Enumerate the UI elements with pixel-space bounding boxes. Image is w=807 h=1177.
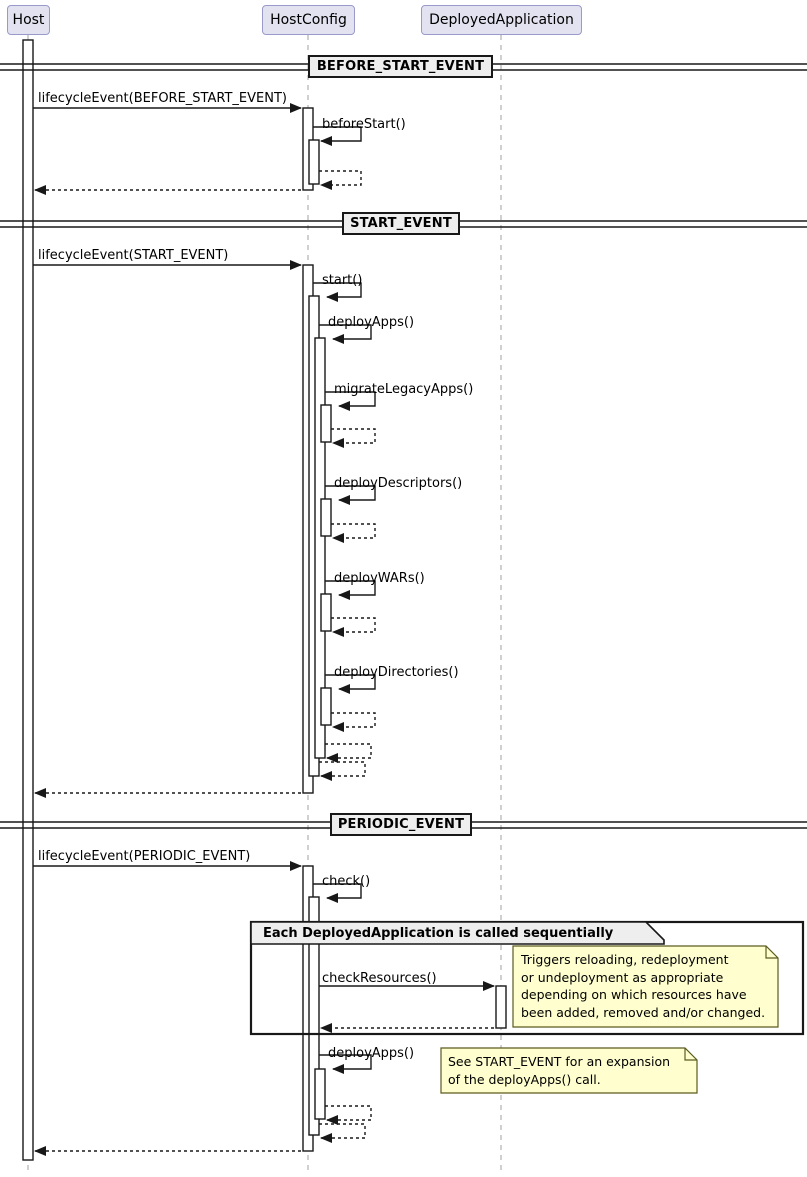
note-text-deployapps: See START_EVENT for an expansion of the … <box>448 1053 693 1088</box>
note-deployapps-fold <box>684 1048 697 1061</box>
message-label-deployapps: deployApps() <box>328 315 415 330</box>
selfcall-deploydescriptors <box>325 485 376 505</box>
activation-hostconfig-deploydescriptors <box>320 498 332 537</box>
selfreturn-deployapps-periodic <box>325 1105 372 1125</box>
note2-line-1: See START_EVENT for an expansion <box>448 1054 671 1069</box>
activation-hostconfig-deployapps-periodic <box>314 1068 326 1120</box>
activation-hostconfig-start-l3 <box>314 337 326 759</box>
note-checkresources-fold <box>765 946 778 959</box>
activation-hostconfig-deploydirectories <box>320 687 332 726</box>
selfreturn-beforestart <box>319 170 362 190</box>
divider-before-start-event: BEFORE_START_EVENT <box>308 55 493 78</box>
selfcall-deploywars <box>325 580 376 600</box>
participant-host[interactable]: Host <box>7 5 50 35</box>
message-label-lifecycle-start: lifecycleEvent(START_EVENT) <box>38 248 229 263</box>
note-text-checkresources: Triggers reloading, redeployment or unde… <box>521 951 771 1021</box>
selfcall-check <box>313 883 362 903</box>
group-label-each-deployedapplication: Each DeployedApplication is called seque… <box>263 926 614 941</box>
divider-periodic-event-label: PERIODIC_EVENT <box>337 817 465 832</box>
participant-deployedapplication[interactable]: DeployedApplication <box>421 5 582 35</box>
message-label-beforestart: beforeStart() <box>322 117 406 132</box>
note-line-2: or undeployment as appropriate <box>521 969 724 985</box>
divider-start-event: START_EVENT <box>342 212 460 235</box>
selfcall-deployapps <box>319 324 372 344</box>
activation-deployedapplication-checkresources <box>495 985 507 1029</box>
note-line-3: depending on which resources have <box>521 987 747 1002</box>
divider-rules <box>0 63 807 829</box>
message-label-deploydirectories: deployDirectories() <box>334 665 459 680</box>
message-label-lifecycle-periodic: lifecycleEvent(PERIODIC_EVENT) <box>38 849 251 864</box>
activation-host-root <box>22 39 34 1161</box>
activation-bars <box>22 39 507 1161</box>
message-label-deploydescriptors: deployDescriptors() <box>334 476 463 491</box>
group-header-pentagon <box>250 921 665 945</box>
activation-hostconfig-periodic-l2 <box>308 896 320 1136</box>
selfreturn-deploywars <box>331 617 376 637</box>
note-line-4: been added, removed and/or changed. <box>521 1004 766 1020</box>
activation-hostconfig-migratelegacyapps <box>320 404 332 443</box>
selfreturn-check <box>319 1123 366 1143</box>
lifelines <box>27 35 502 1172</box>
message-label-deploywars: deployWARs() <box>334 571 425 586</box>
message-label-migratelegacyapps: migrateLegacyApps() <box>334 382 474 397</box>
selfcall-deployapps-periodic <box>319 1054 372 1074</box>
divider-start-event-label: START_EVENT <box>350 216 452 231</box>
activation-hostconfig-deploywars <box>320 593 332 632</box>
selfcall-start <box>313 282 362 302</box>
divider-periodic-event: PERIODIC_EVENT <box>330 813 472 836</box>
message-label-check: check() <box>322 874 371 889</box>
selfreturn-migratelegacyapps <box>331 428 376 448</box>
selfreturn-deploydirectories <box>331 712 376 732</box>
message-label-checkresources: checkResources() <box>322 971 437 986</box>
selfreturn-deployapps-start <box>325 743 372 763</box>
selfcall-deploydirectories <box>325 674 376 694</box>
selfcall-migratelegacyapps <box>325 391 376 411</box>
note-checkresources-shape <box>512 945 779 1028</box>
message-arrows: Host return --> Host return for <box>33 103 495 1156</box>
note-line-1: Triggers reloading, redeployment <box>521 952 729 967</box>
participant-deployedapplication-label: DeployedApplication <box>429 12 574 28</box>
selfreturn-deploydescriptors <box>331 523 376 543</box>
participant-hostconfig[interactable]: HostConfig <box>262 5 355 35</box>
divider-before-start-event-label: BEFORE_START_EVENT <box>316 59 485 74</box>
note-deployapps-shape <box>440 1047 698 1094</box>
selfcall-beforestart <box>313 126 362 146</box>
note2-line-2: of the deployApps() call. <box>448 1071 601 1087</box>
message-label-lifecycle-before-start: lifecycleEvent(BEFORE_START_EVENT) <box>38 91 287 106</box>
participant-host-label: Host <box>12 12 45 28</box>
activation-hostconfig-beforestart-inner <box>308 139 320 185</box>
note-shapes <box>440 945 779 1094</box>
message-label-deployapps-periodic: deployApps() <box>328 1046 415 1061</box>
group-frame-each-deployedapplication <box>249 920 805 1036</box>
message-label-start: start() <box>322 273 363 288</box>
selfreturn-start <box>319 761 366 781</box>
participant-hostconfig-label: HostConfig <box>270 12 347 28</box>
